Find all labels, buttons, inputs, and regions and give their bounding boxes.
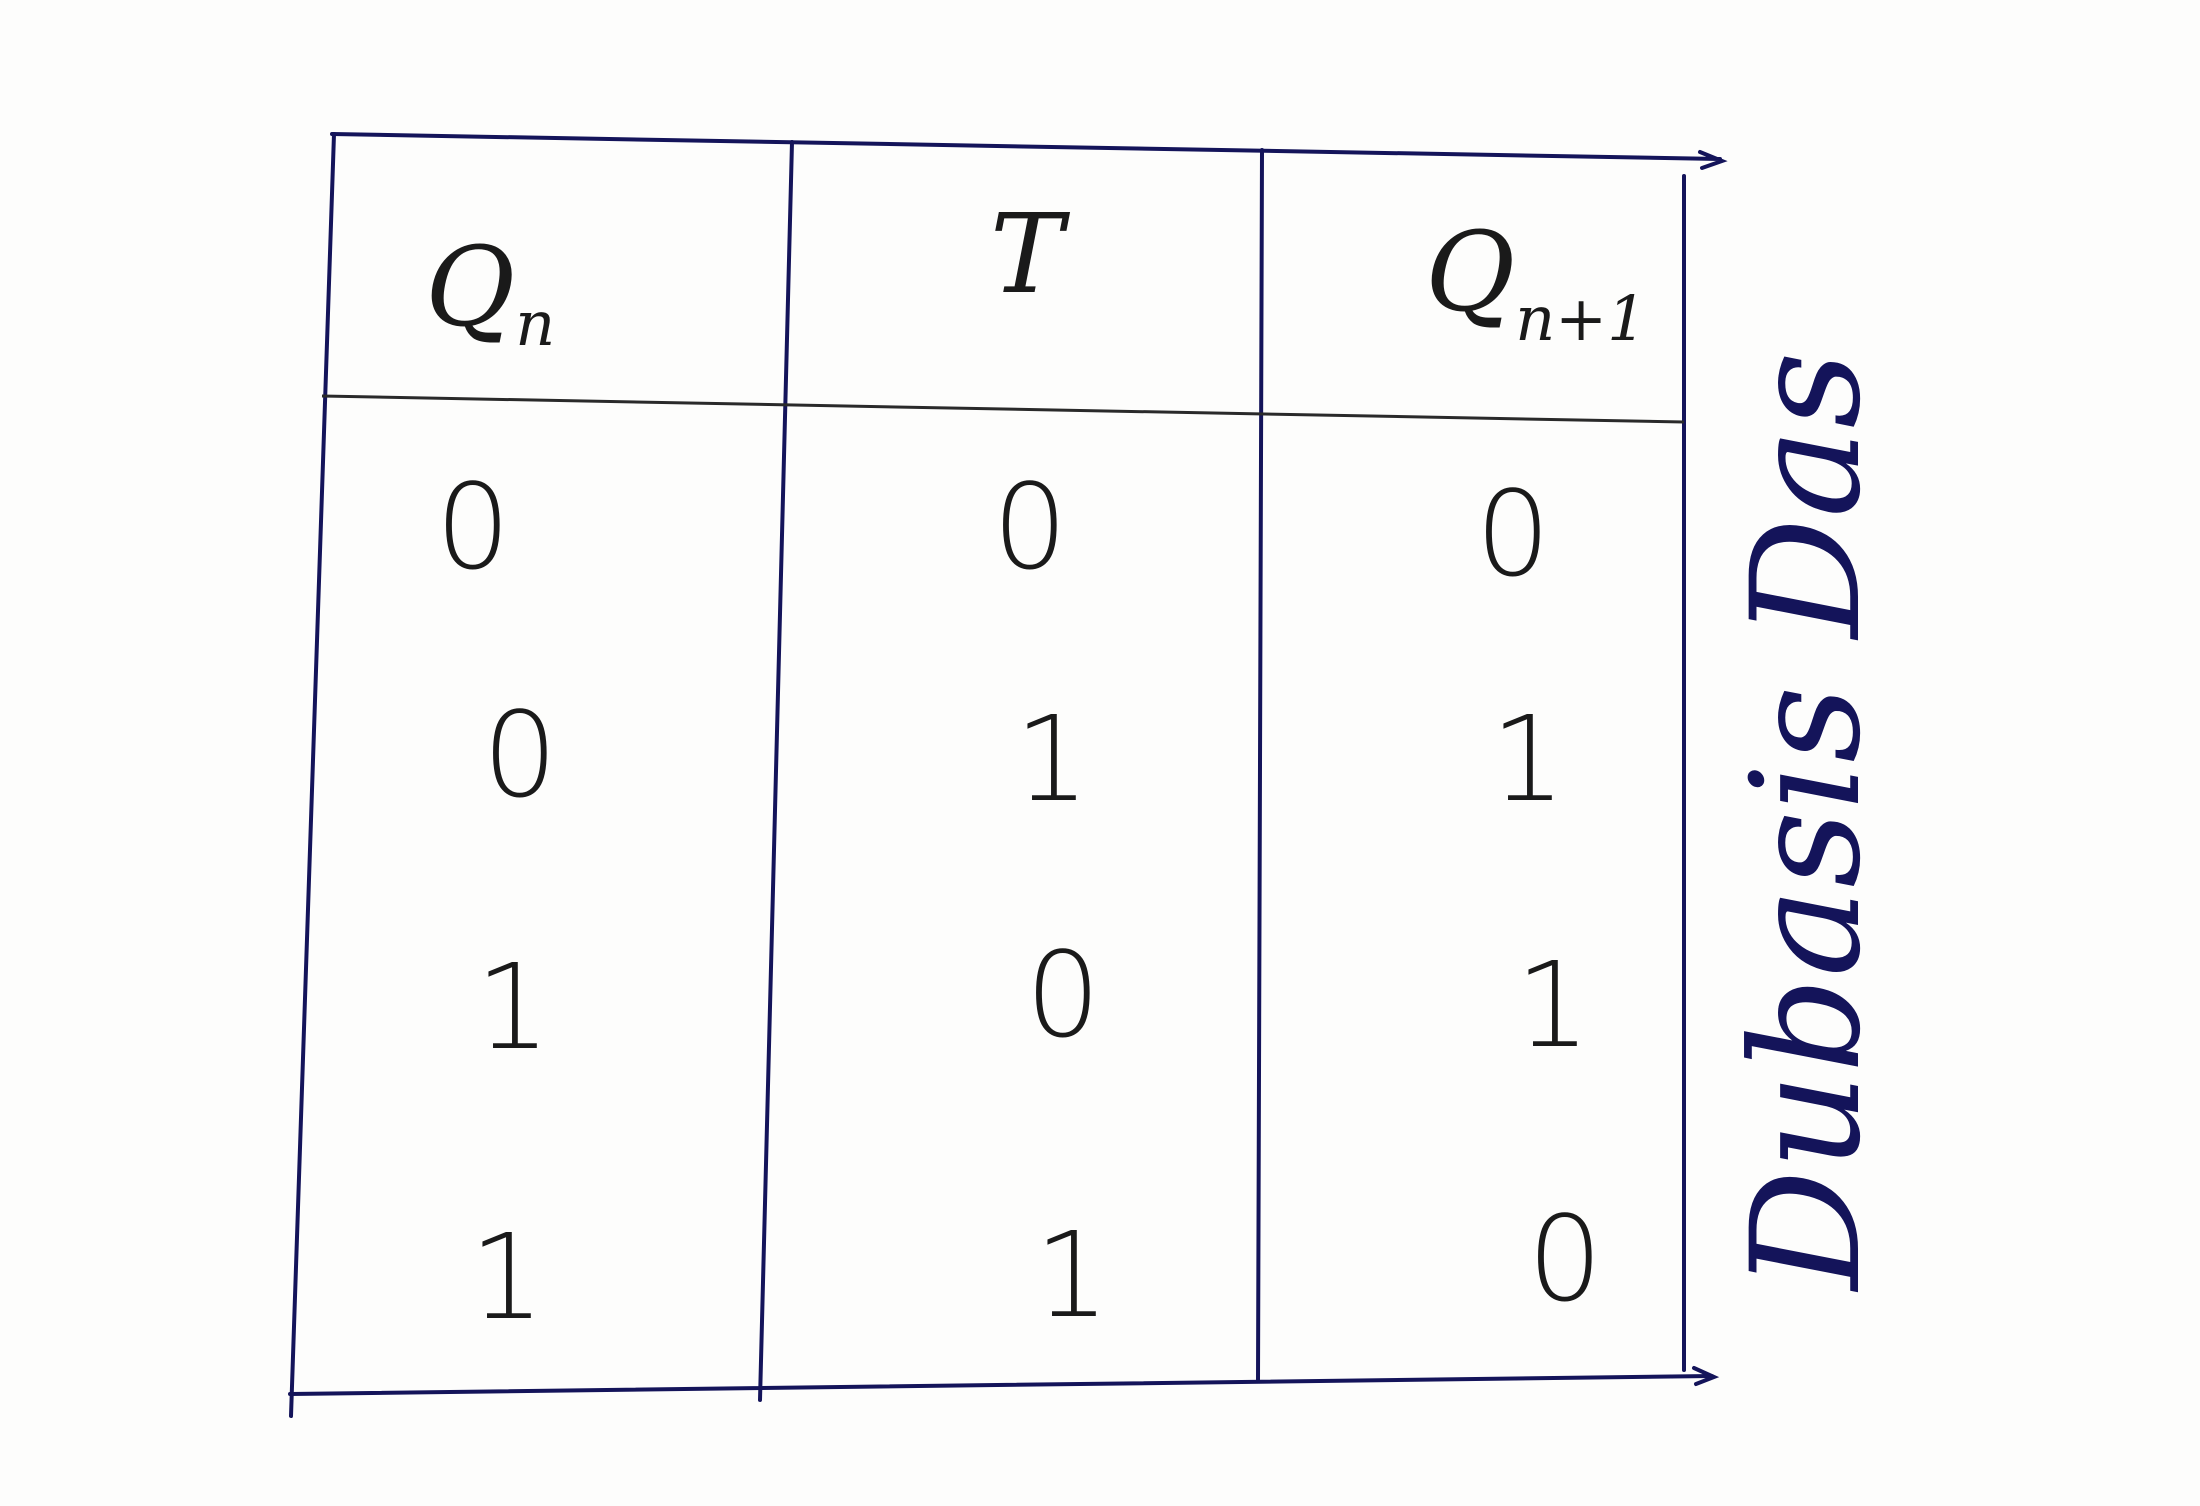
- cell-r3-c3: 1: [1515, 936, 1590, 1074]
- cell-r1-c1: 0: [435, 458, 510, 596]
- header-qn1: Qn+1: [1425, 208, 1647, 355]
- column-divider-1: [758, 140, 794, 1402]
- cell-r2-c2: 1: [1014, 690, 1089, 828]
- header-separator-line: [321, 394, 1685, 424]
- cell-r2-c1: 0: [482, 686, 557, 824]
- left-border-line: [289, 132, 336, 1418]
- header-qn1-subscript: n+1: [1515, 282, 1646, 355]
- header-t: T: [990, 190, 1071, 318]
- table-header: Qn T Qn+1: [425, 190, 1647, 360]
- cell-r1-c2: 0: [992, 458, 1067, 596]
- header-qn: Qn: [425, 223, 555, 360]
- cell-r4-c3: 0: [1527, 1190, 1602, 1328]
- cell-r1-c3: 0: [1475, 465, 1550, 603]
- column-divider-2: [1256, 148, 1264, 1382]
- cell-r4-c2: 1: [1034, 1206, 1109, 1344]
- header-qn-subscript: n: [515, 287, 555, 360]
- top-border-line: [330, 132, 1728, 170]
- table-grid: [288, 132, 1728, 1418]
- cell-r4-c1: 1: [469, 1208, 544, 1346]
- table-body: 0 0 0 0 1 1 1 0 1 1 1 0: [435, 458, 1602, 1346]
- cell-r3-c2: 0: [1025, 926, 1100, 1064]
- cell-r3-c1: 1: [475, 938, 550, 1076]
- cell-r2-c3: 1: [1490, 690, 1565, 828]
- author-signature: Dubasis Das: [1720, 351, 1894, 1293]
- bottom-border-line: [288, 1366, 1720, 1396]
